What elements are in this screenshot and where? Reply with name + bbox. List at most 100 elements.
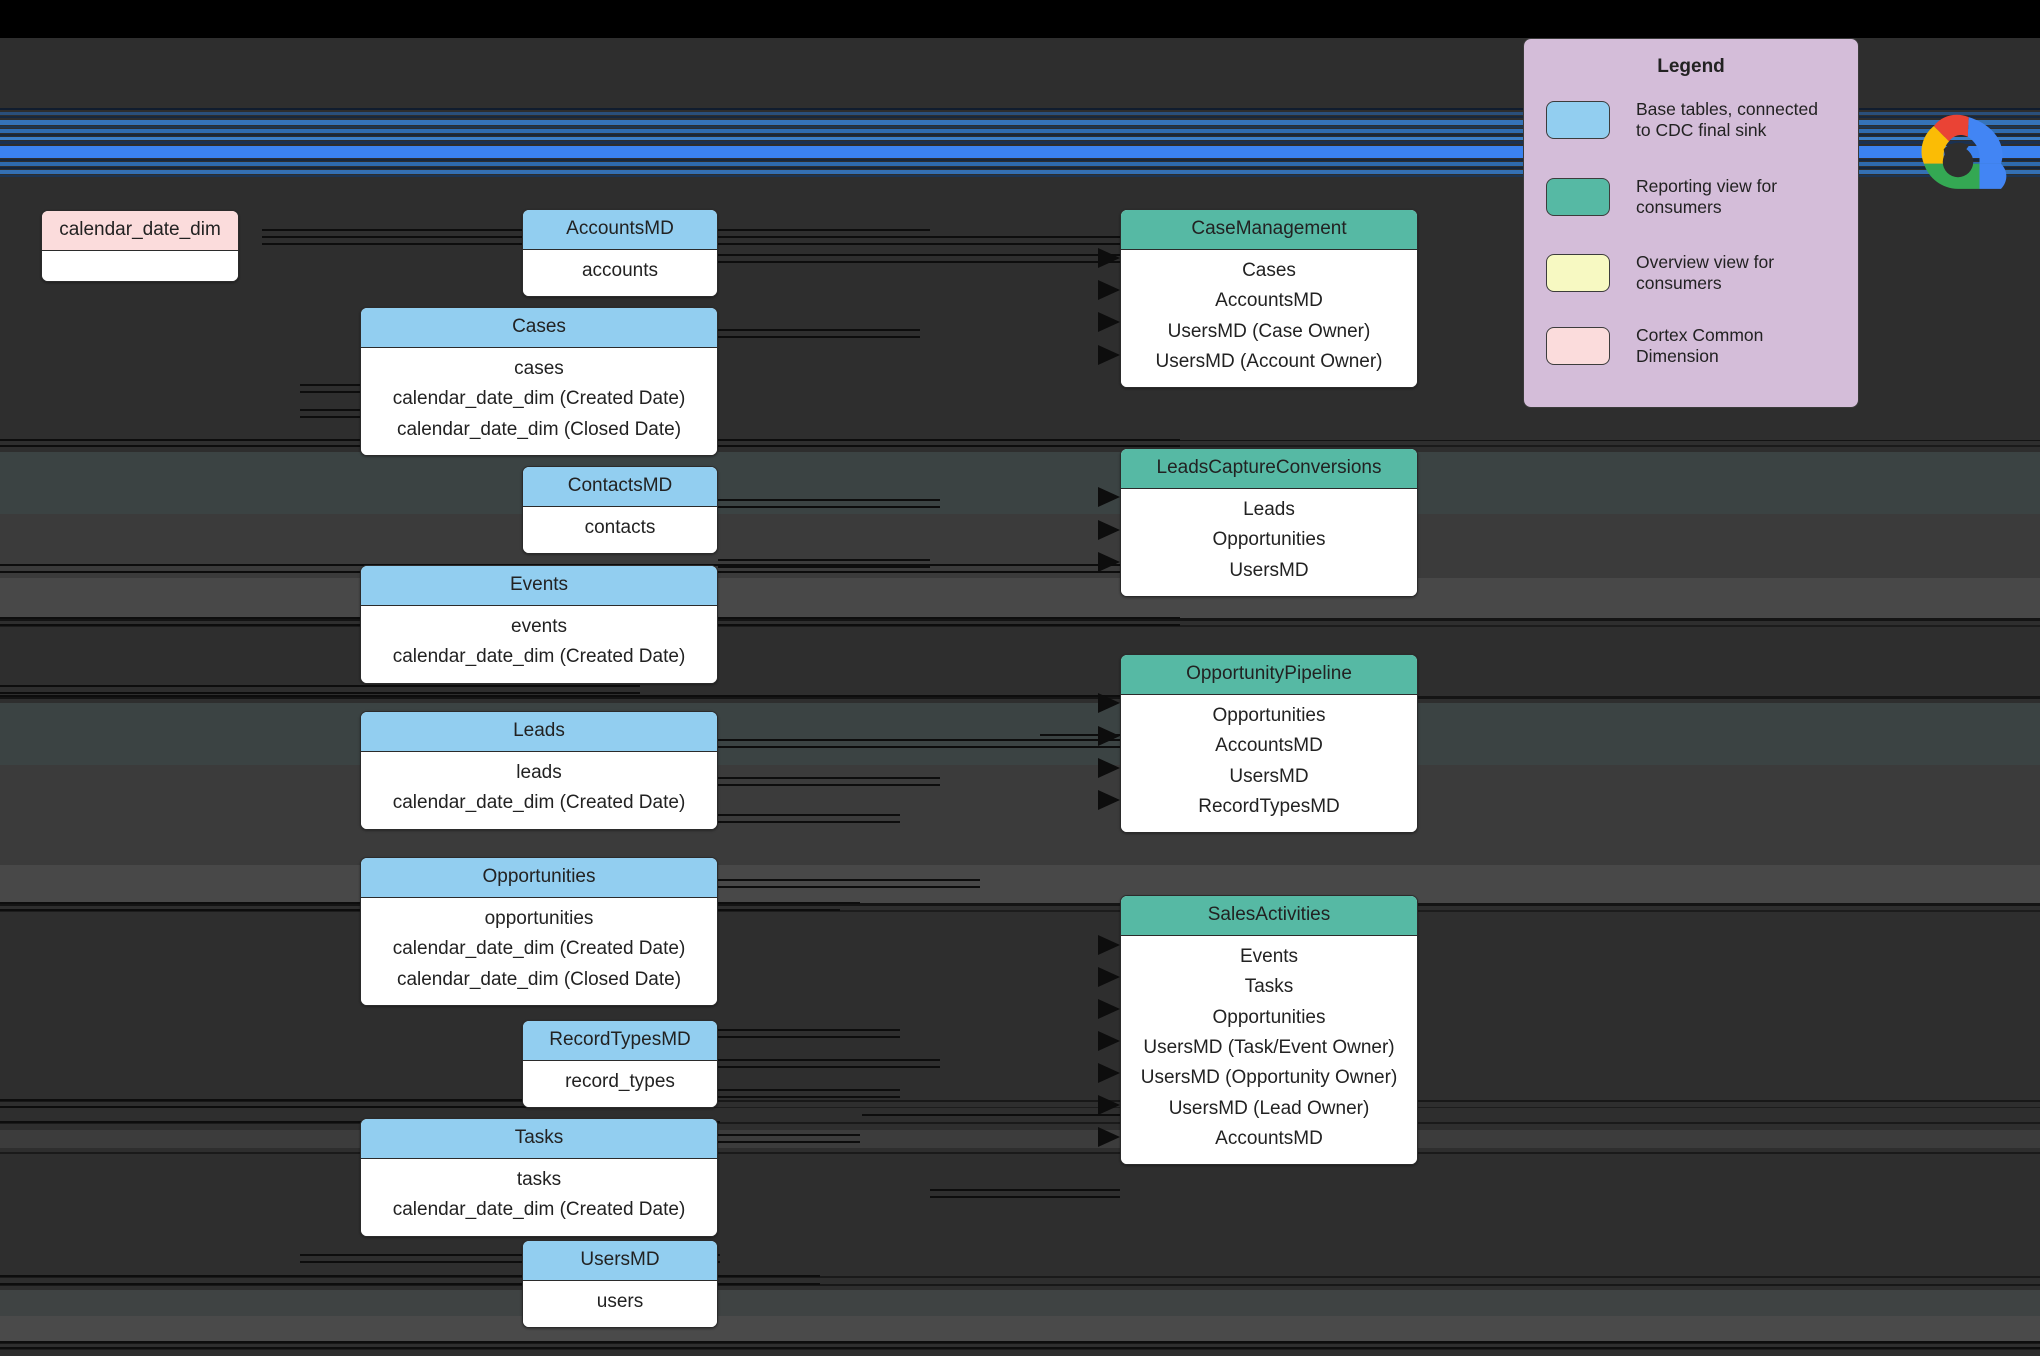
node-title: UsersMD [523,1241,717,1281]
glitch-stripe [0,126,2040,128]
bg-band [0,1284,2040,1286]
node-row: Opportunities [1212,529,1326,551]
node-row: calendar_date_dim (Created Date) [392,388,686,410]
glitch-stripe [0,162,2040,166]
glitch-stripe [0,141,2040,144]
legend-panel: Legend Base tables, connected to CDC fin… [1523,38,1859,408]
bg-band [0,1276,2040,1278]
node-title: RecordTypesMD [523,1021,717,1061]
node-body: Cases AccountsMD UsersMD (Case Owner) Us… [1121,249,1417,388]
bg-band [0,910,2040,912]
node-title: ContactsMD [523,467,717,507]
node-row: AccountsMD [1215,735,1323,757]
node-contactsmd[interactable]: ContactsMD contacts [522,466,718,555]
legend-label: Reporting view for consumers [1636,176,1778,218]
node-body: tasks calendar_date_dim (Created Date) [361,1158,717,1236]
node-title: Events [361,566,717,606]
bg-band [0,865,2040,903]
node-row: RecordTypesMD [1198,795,1340,817]
node-body: events calendar_date_dim (Created Date) [361,605,717,683]
node-row: Cases [1242,259,1296,281]
node-row: calendar_date_dim (Created Date) [392,792,686,814]
legend-item-reporting-view: Reporting view for consumers [1546,176,1858,232]
node-title: CaseManagement [1121,210,1417,250]
node-tasks[interactable]: Tasks tasks calendar_date_dim (Created D… [360,1118,718,1237]
node-row: cases [514,357,564,379]
node-accountsmd[interactable]: AccountsMD accounts [522,209,718,298]
node-row: calendar_date_dim (Closed Date) [396,418,682,440]
bg-band [0,440,2040,441]
node-row: Leads [1243,498,1295,520]
node-row: UsersMD (Opportunity Owner) [1140,1067,1398,1089]
node-row: Events [1239,945,1299,967]
node-row: calendar_date_dim (Created Date) [392,1199,686,1221]
node-row: UsersMD (Lead Owner) [1168,1097,1370,1119]
bg-band [0,696,2040,699]
glitch-stripe [0,137,2040,140]
node-body: Leads Opportunities UsersMD [1121,488,1417,596]
bg-band [0,618,2040,621]
bg-band [0,703,2040,765]
bg-band [0,452,2040,514]
glitch-stripe [0,159,2040,161]
node-row: events [511,615,567,637]
bg-band [0,625,2040,627]
node-opportunities[interactable]: Opportunities opportunities calendar_dat… [360,857,718,1006]
legend-item-cortex-common-dimension: Cortex Common Dimension [1546,325,1858,381]
bg-band [0,630,2040,696]
node-title: Tasks [361,1119,717,1159]
node-row: calendar_date_dim (Closed Date) [396,968,682,990]
google-cloud-logo [1921,114,2007,189]
glitch-stripe [0,112,2040,115]
node-row: UsersMD (Account Owner) [1155,350,1383,372]
glitch-stripe [0,134,2040,136]
bg-band [0,578,2040,618]
node-row: accounts [581,259,659,281]
node-title: Cases [361,308,717,348]
bg-band [0,514,2040,578]
node-cases[interactable]: Cases cases calendar_date_dim (Created D… [360,307,718,456]
legend-swatch-cortex-common-dimension [1546,327,1610,365]
node-body: opportunities calendar_date_dim (Created… [361,897,717,1005]
node-body: Events Tasks Opportunities UsersMD (Task… [1121,935,1417,1165]
bg-band [0,1107,2040,1108]
node-row: Tasks [1244,976,1294,998]
node-salesactivities[interactable]: SalesActivities Events Tasks Opportuniti… [1120,895,1418,1166]
glitch-stripe [0,120,2040,125]
node-recordtypesmd[interactable]: RecordTypesMD record_types [522,1020,718,1109]
node-body [42,250,238,281]
node-row: users [596,1290,644,1312]
top-black-bar [0,0,2040,38]
bg-band [0,1100,2040,1102]
glitch-stripe [0,175,2040,177]
node-casemanagement[interactable]: CaseManagement Cases AccountsMD UsersMD … [1120,209,1418,389]
node-events[interactable]: Events events calendar_date_dim (Created… [360,565,718,684]
bg-band [0,1342,2040,1344]
bg-band [0,1152,2040,1154]
bg-band [0,445,2040,447]
legend-title: Legend [1657,56,1725,77]
bg-band [0,1290,2040,1316]
node-body: leads calendar_date_dim (Created Date) [361,751,717,829]
legend-swatch-overview-view [1546,254,1610,292]
node-leadscaptureconversions[interactable]: LeadsCaptureConversions Leads Opportunit… [1120,448,1418,597]
node-calendar-date-dim[interactable]: calendar_date_dim [41,210,239,282]
node-row: calendar_date_dim (Created Date) [392,646,686,668]
legend-label: Cortex Common Dimension [1636,325,1764,367]
legend-swatch-base-tables [1546,101,1610,139]
node-title: Opportunities [361,858,717,898]
bg-band [0,1316,2040,1342]
node-opportunitypipeline[interactable]: OpportunityPipeline Opportunities Accoun… [1120,654,1418,834]
node-usersmd[interactable]: UsersMD users [522,1240,718,1329]
legend-item-overview-view: Overview view for consumers [1546,252,1858,308]
node-body: cases calendar_date_dim (Created Date) c… [361,347,717,455]
node-title: AccountsMD [523,210,717,250]
bg-band [0,1122,2040,1124]
node-row: contacts [584,516,656,538]
glitch-stripe [0,167,2040,169]
node-row: UsersMD [1229,765,1309,787]
node-body: contacts [523,506,717,554]
node-row: UsersMD [1229,559,1309,581]
node-leads[interactable]: Leads leads calendar_date_dim (Created D… [360,711,718,830]
node-row: UsersMD (Task/Event Owner) [1143,1036,1395,1058]
